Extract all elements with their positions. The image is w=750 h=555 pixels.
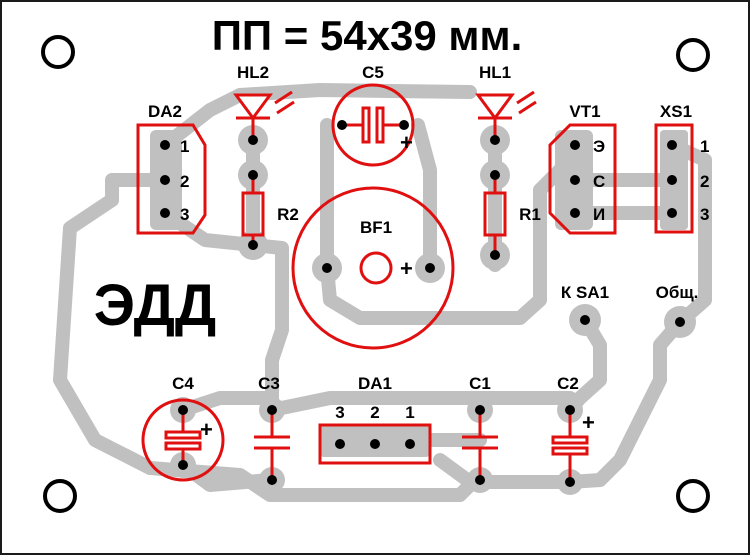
c4-plus-mark: + — [200, 417, 213, 442]
vt1-pin-i: И — [593, 205, 605, 224]
bf1-plus-mark: + — [400, 256, 413, 281]
label-xs1: XS1 — [660, 102, 692, 121]
vt1-pin-e: Э — [593, 137, 605, 156]
label-k-sa1: К SA1 — [561, 283, 609, 302]
bf1-center — [359, 251, 393, 285]
da1-outline — [318, 423, 432, 465]
label-c2: C2 — [557, 374, 579, 393]
label-c4: C4 — [172, 374, 194, 393]
pin-holes — [160, 120, 685, 487]
da1-pin-3: 3 — [335, 403, 344, 422]
bf1-outline — [291, 186, 455, 350]
label-da2: DA2 — [148, 102, 182, 121]
label-hl2: HL2 — [237, 63, 269, 82]
vt1-outline — [548, 123, 617, 235]
mounting-hole-top-left — [41, 35, 75, 69]
da1-pin-2: 2 — [370, 403, 379, 422]
hl2-led-symbol — [233, 90, 295, 140]
da1-pin-1: 1 — [405, 403, 414, 422]
mounting-holes — [41, 35, 710, 513]
xs1-pin-1: 1 — [700, 137, 709, 156]
hl1-led-symbol — [475, 90, 537, 140]
c5-outline — [331, 83, 415, 167]
mounting-hole-bottom-right — [676, 479, 710, 513]
label-c1: C1 — [469, 374, 491, 393]
label-bf1: BF1 — [360, 218, 392, 237]
xs1-pin-2: 2 — [700, 172, 709, 191]
da2-pin-3: 3 — [180, 205, 189, 224]
label-r2: R2 — [277, 205, 299, 224]
mounting-hole-top-right — [676, 38, 710, 72]
label-da1: DA1 — [358, 374, 392, 393]
da2-pin-2: 2 — [180, 172, 189, 191]
da2-pin-1: 1 — [180, 137, 189, 156]
c4-outline — [141, 398, 225, 482]
vt1-pin-c: С — [593, 172, 605, 191]
c5-plus-mark: + — [400, 130, 413, 155]
label-hl1: HL1 — [479, 63, 511, 82]
copper-pads — [150, 125, 696, 495]
label-common: Общ. — [656, 283, 699, 302]
xs1-pin-3: 3 — [700, 205, 709, 224]
mounting-hole-bottom-left — [43, 479, 77, 513]
board-title: ПП = 54х39 мм. — [212, 12, 523, 59]
xs1-outline — [654, 123, 694, 234]
label-r1: R1 — [519, 205, 541, 224]
label-c5: C5 — [362, 63, 384, 82]
c2-plus-mark: + — [582, 410, 595, 435]
board-label: ЭДД — [94, 273, 216, 338]
label-c3: C3 — [258, 374, 280, 393]
label-vt1: VT1 — [569, 102, 600, 121]
da2-outline — [136, 123, 207, 235]
